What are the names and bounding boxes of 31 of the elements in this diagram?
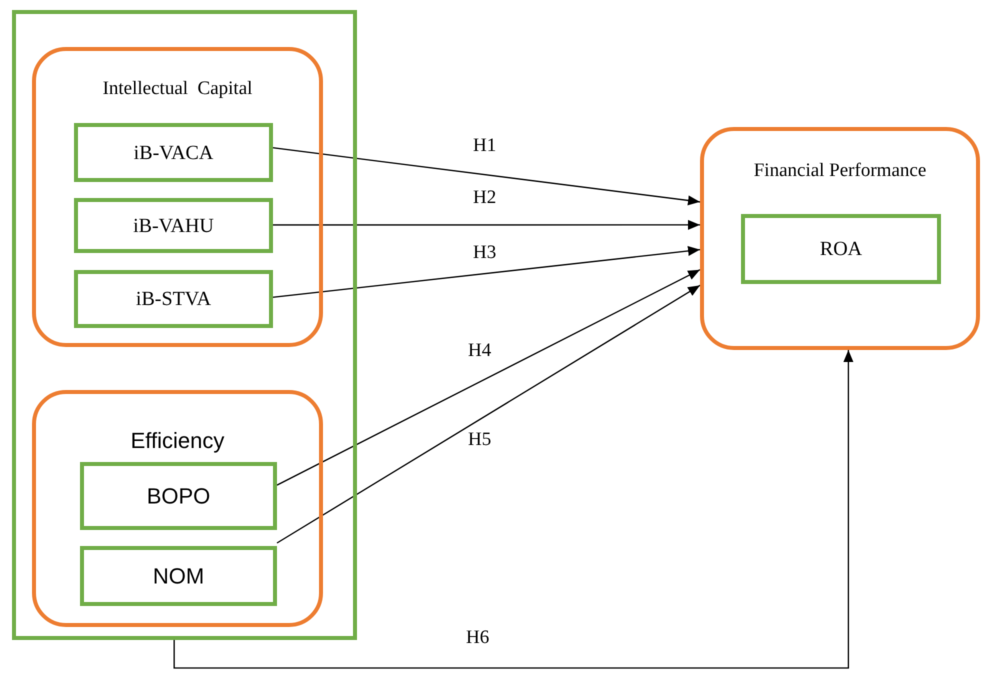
variable-box	[80, 546, 277, 606]
variable-box	[74, 198, 273, 253]
category-box	[700, 127, 980, 350]
edge-label: H3	[473, 243, 496, 262]
variable-label: ROA	[818, 237, 864, 262]
edge-label: H4	[468, 341, 492, 360]
arrow	[273, 220, 700, 230]
arrow	[276, 269, 700, 486]
variable-label: iB-STVA	[134, 287, 212, 312]
variable-label: BOPO	[146, 482, 212, 510]
group-box	[12, 10, 357, 640]
group-title: Financial Performance	[752, 159, 928, 183]
group-title: Intellectual Capital	[102, 77, 254, 101]
variable-box	[74, 123, 273, 182]
edge-label: H5	[468, 430, 492, 449]
category-box	[32, 390, 323, 627]
variable-label: iB-VAHU	[132, 214, 215, 238]
group-title: Efficiency	[130, 427, 226, 455]
variable-box	[74, 270, 273, 328]
edge-label: H2	[473, 188, 496, 207]
arrow	[276, 284, 700, 544]
edge-label: H6	[466, 628, 490, 647]
category-box	[32, 47, 323, 347]
variable-box	[80, 462, 277, 530]
edge-label: H1	[473, 136, 496, 155]
variable-box	[741, 214, 941, 284]
arrow	[272, 147, 700, 206]
arrow	[272, 246, 700, 298]
variable-label: NOM	[152, 562, 206, 590]
arrow	[174, 350, 854, 669]
variable-label: iB-VACA	[132, 140, 214, 166]
